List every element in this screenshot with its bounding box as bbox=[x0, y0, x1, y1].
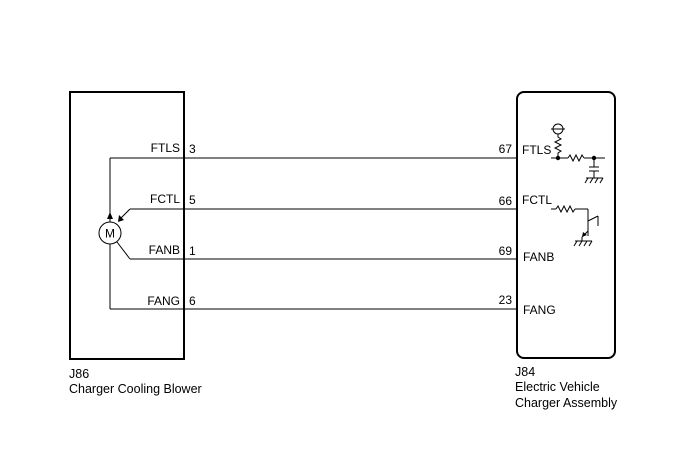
left-pin-fang: 6 bbox=[189, 294, 196, 308]
motor-symbol: M bbox=[105, 227, 115, 241]
motor-circuit bbox=[107, 158, 131, 309]
right-pin-fanb: 69 bbox=[499, 244, 513, 258]
left-pin-fctl: 5 bbox=[189, 193, 196, 207]
right-pin-ftls: 67 bbox=[499, 142, 513, 156]
transistor-icon bbox=[581, 209, 599, 241]
ground-icon bbox=[584, 177, 604, 184]
left-connector-name: Charger Cooling Blower bbox=[69, 382, 202, 396]
left-label-ftls: FTLS bbox=[151, 141, 180, 155]
right-connector-name-line2: Charger Assembly bbox=[515, 396, 618, 410]
ground-icon-2 bbox=[573, 240, 593, 247]
right-connector-box bbox=[516, 91, 616, 359]
left-label-fanb: FANB bbox=[149, 243, 180, 257]
motor-icon: M bbox=[98, 221, 122, 245]
right-connector-name-line1: Electric Vehicle bbox=[515, 380, 600, 394]
right-connector-code: J84 bbox=[515, 365, 535, 379]
ftls-internal-circuit bbox=[551, 123, 605, 184]
left-connector-code: J86 bbox=[69, 367, 89, 381]
right-label-fang: FANG bbox=[523, 303, 556, 317]
right-pin-fang: 23 bbox=[499, 293, 513, 307]
left-pin-fanb: 1 bbox=[189, 244, 196, 258]
right-label-ftls: FTLS bbox=[522, 143, 551, 157]
right-label-fctl: FCTL bbox=[522, 193, 552, 207]
left-connector-box bbox=[69, 91, 185, 360]
left-pin-ftls: 3 bbox=[189, 142, 196, 156]
right-pin-fctl: 66 bbox=[499, 194, 513, 208]
right-label-fanb: FANB bbox=[523, 250, 554, 264]
fctl-internal-circuit bbox=[551, 204, 599, 247]
left-label-fctl: FCTL bbox=[150, 192, 180, 206]
left-label-fang: FANG bbox=[147, 294, 180, 308]
